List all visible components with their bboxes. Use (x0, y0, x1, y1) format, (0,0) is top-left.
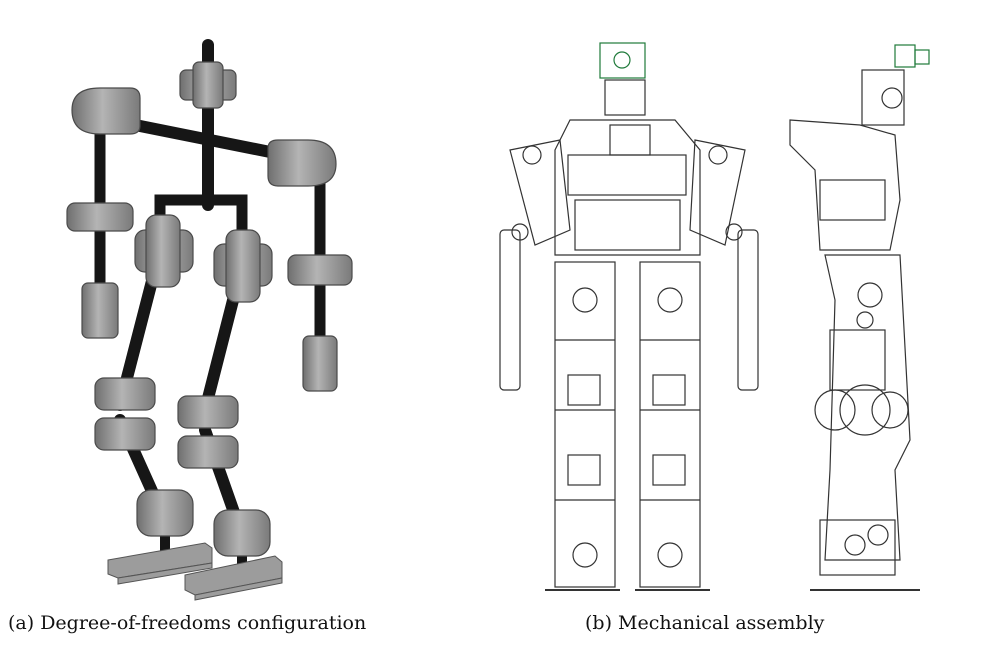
dof-configuration-panel: (a) Degree-of-freedoms configuration (0, 0, 480, 645)
caption-b: (b) Mechanical assembly (585, 612, 825, 634)
robot-line-drawings (499, 42, 930, 591)
front-view (499, 42, 759, 591)
dof-skeleton-drawing (66, 39, 353, 601)
joints (66, 61, 353, 557)
mechanical-assembly-panel: (b) Mechanical assembly (480, 0, 996, 645)
side-view (789, 44, 930, 591)
feet (107, 542, 283, 601)
caption-a: (a) Degree-of-freedoms configuration (8, 612, 367, 634)
